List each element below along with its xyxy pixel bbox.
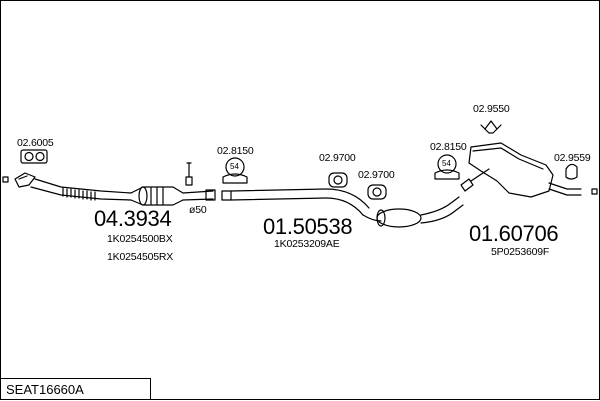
hanger-icon-4 [565, 163, 578, 180]
rear-group-main-code: 01.60706 [469, 221, 559, 246]
clamp-icon-1 [222, 157, 248, 184]
pipe-diameter-label: ø50 [189, 204, 207, 216]
hanger-3-part-code: 02.9550 [473, 103, 510, 115]
catalytic-converter [130, 186, 216, 206]
front-pipe-with-flex [14, 172, 132, 201]
middle-silencer [362, 196, 464, 228]
rear-pipe-connector [460, 168, 490, 192]
left-edge-marker [2, 176, 9, 183]
gasket-icon [20, 149, 48, 164]
hanger-icon-1 [328, 172, 348, 188]
diagram-title: SEAT16660A [6, 382, 84, 397]
clamp-2-size: 54 [442, 159, 451, 168]
rear-group-part-number: 5P0253609F [491, 246, 550, 258]
clamp-1-size: 54 [230, 162, 239, 171]
hanger-icon-2 [367, 184, 387, 200]
clamp-icon-2 [434, 154, 460, 180]
clamp-2-part-code: 02.8150 [430, 141, 467, 153]
front-group-main-code: 04.3934 [94, 206, 172, 231]
middle-group-part-number: 1K0253209AE [274, 238, 340, 250]
gasket-part-code: 02.6005 [17, 137, 54, 149]
hanger-icon-3 [480, 120, 502, 134]
rear-silencer [468, 142, 582, 198]
clamp-1-part-code: 02.8150 [217, 145, 254, 157]
front-group-part-number-1: 1K0254500BX [107, 233, 173, 245]
hanger-1-part-code: 02.9700 [319, 152, 356, 164]
hanger-2-part-code: 02.9700 [358, 169, 395, 181]
middle-group-main-code: 01.50538 [263, 214, 353, 239]
diagram-title-box: SEAT16660A [1, 378, 151, 399]
hanger-4-part-code: 02.9559 [554, 152, 591, 164]
lambda-sensor-icon [185, 162, 193, 186]
right-edge-marker [591, 188, 598, 195]
front-group-part-number-2: 1K0254505RX [107, 251, 174, 263]
middle-pipe [221, 188, 370, 216]
